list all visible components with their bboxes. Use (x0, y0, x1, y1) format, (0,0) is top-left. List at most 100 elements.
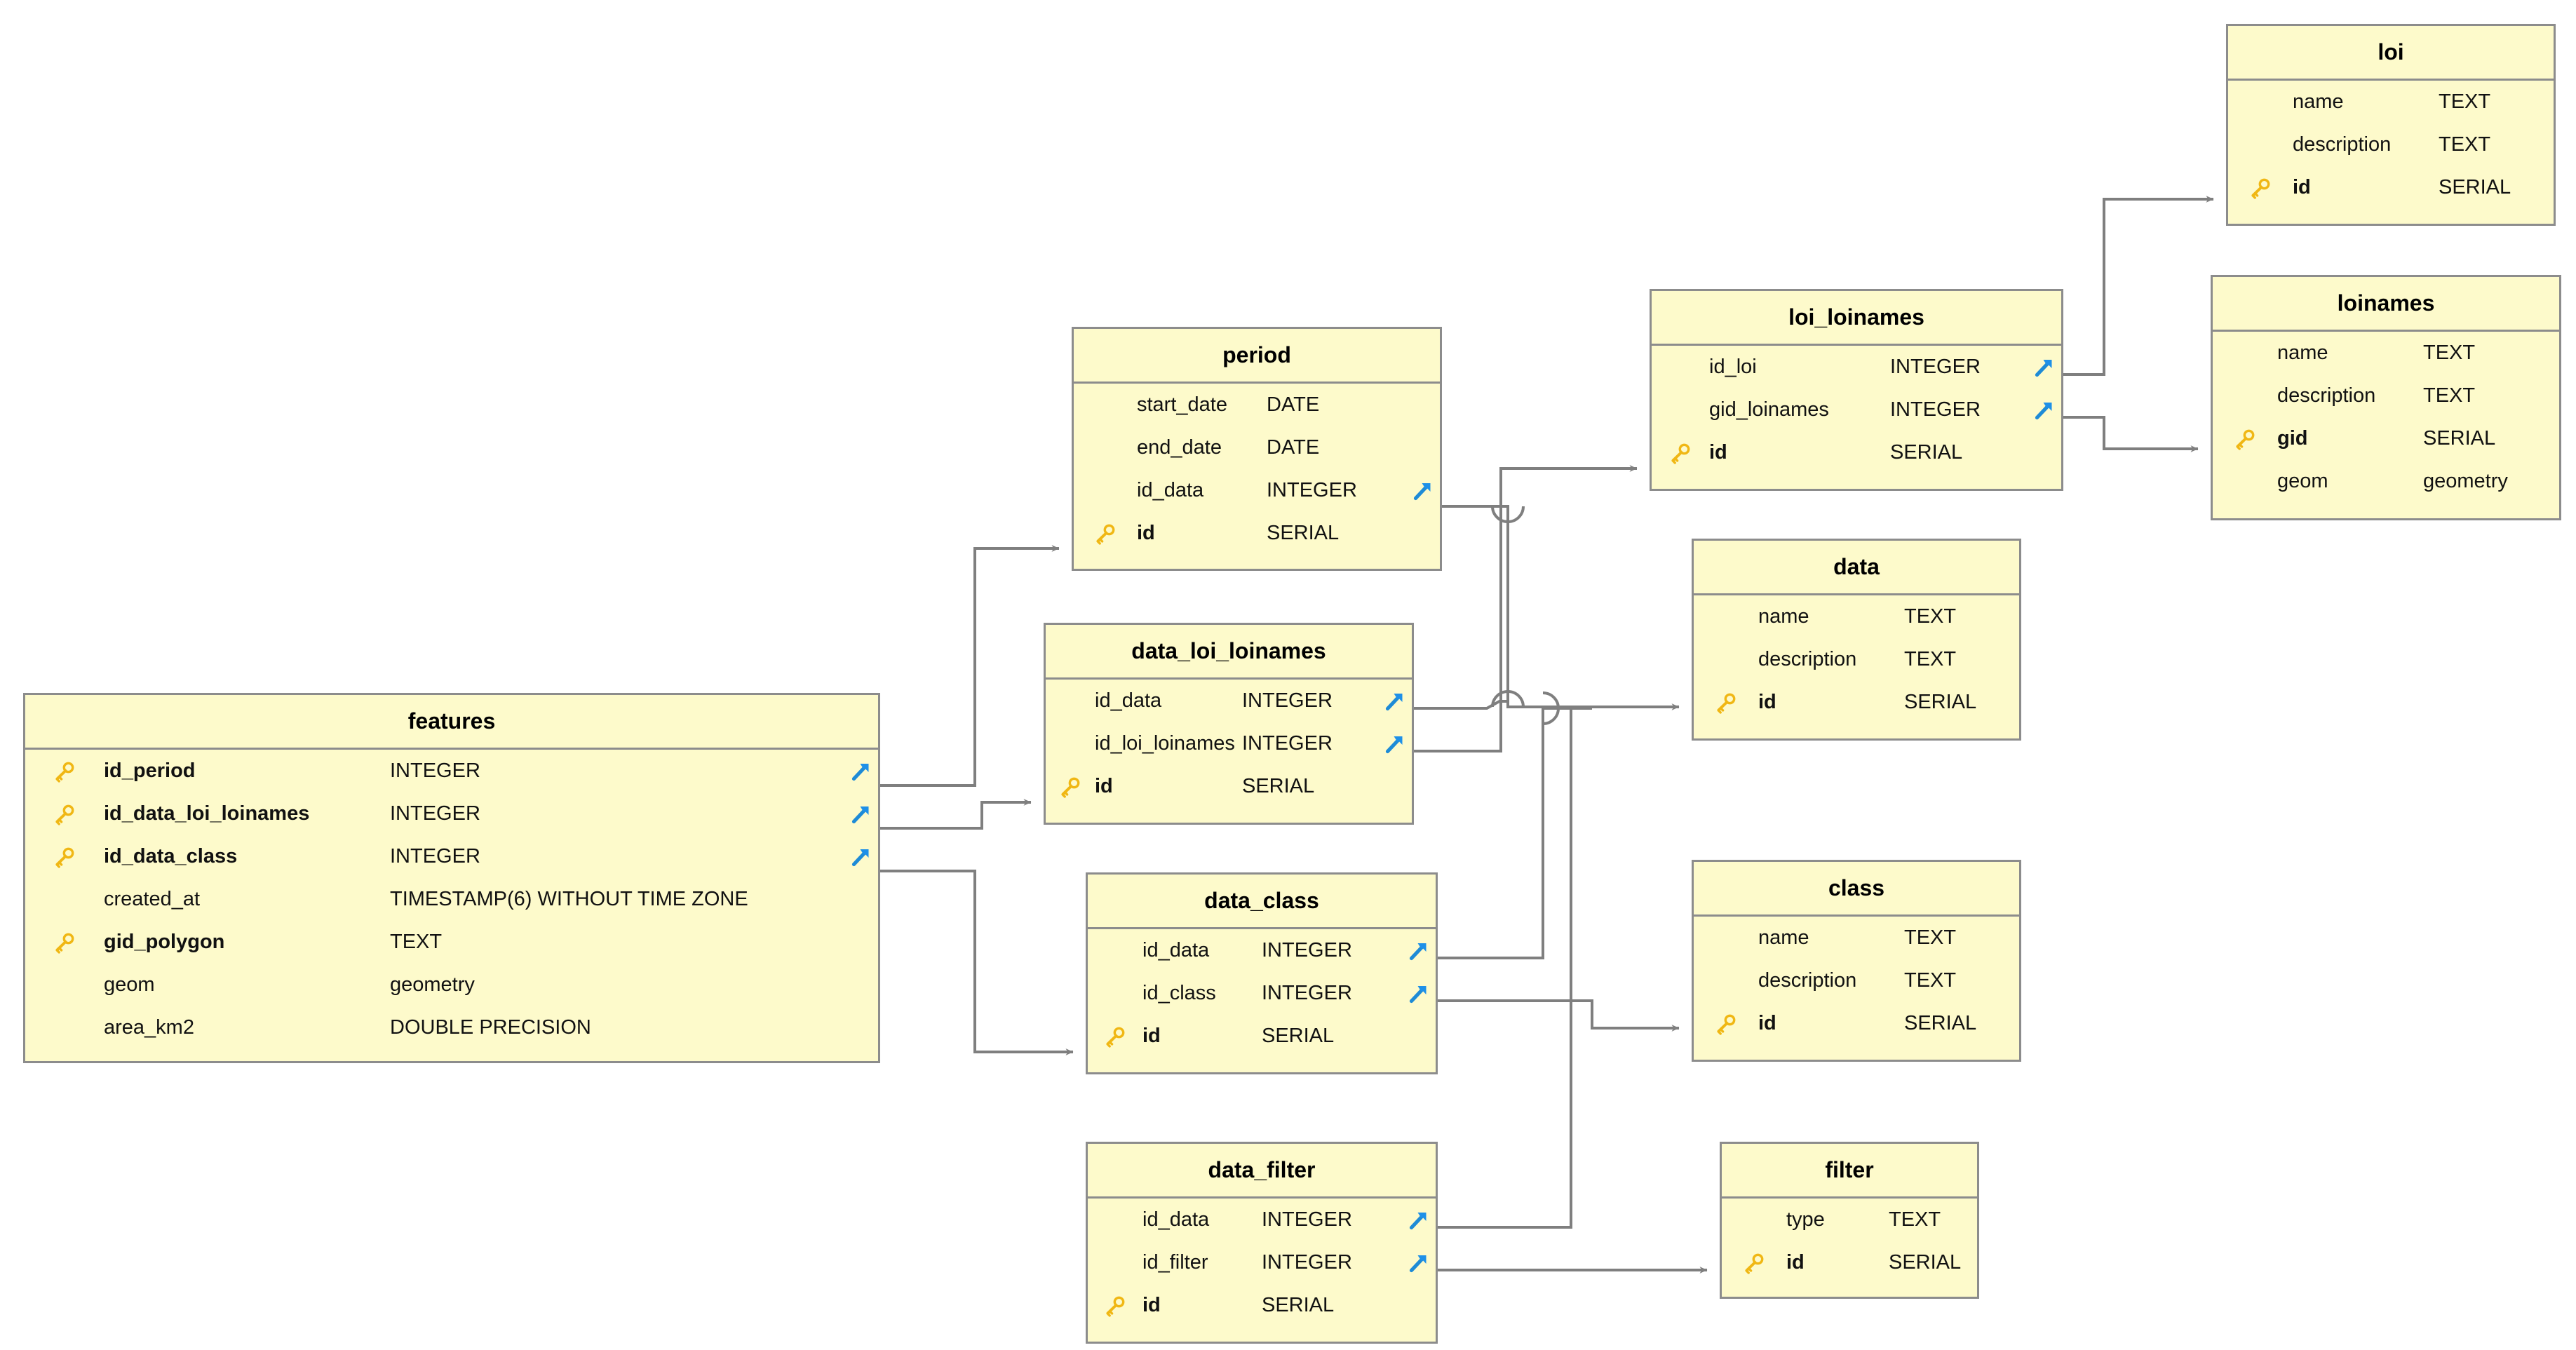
column-name: id (1095, 775, 1113, 797)
key-icon (2228, 176, 2293, 200)
column-name: gid_polygon (104, 931, 225, 953)
column-type: TEXT (1904, 926, 1957, 949)
column-type: INTEGER (1890, 356, 1981, 378)
column-type: SERIAL (2423, 427, 2496, 450)
fk-arrow-icon (1408, 1210, 1429, 1231)
column-row[interactable]: id SERIAL (1046, 765, 1412, 808)
edge-jump-arc-1 (1491, 690, 1525, 708)
column-type: TEXT (1904, 648, 1957, 670)
column-name: name (1758, 605, 1809, 628)
table-title-data_class: data_class (1088, 875, 1436, 929)
key-icon (25, 931, 104, 954)
column-name: description (1758, 969, 1857, 992)
column-name: id_data_class (104, 845, 238, 868)
column-row[interactable]: id_data INTEGER (1088, 1199, 1436, 1241)
column-type: TEXT (2423, 342, 2476, 364)
column-type: SERIAL (1242, 775, 1315, 797)
column-row[interactable]: id_data_class INTEGER (25, 835, 878, 878)
fk-arrow-icon (1408, 983, 1429, 1004)
column-name: id_loi (1709, 356, 1757, 378)
column-name: name (2277, 342, 2328, 364)
key-icon (1694, 691, 1758, 715)
column-type: SERIAL (2439, 176, 2511, 198)
column-type: INTEGER (390, 845, 480, 868)
column-row[interactable]: name TEXT (1694, 917, 2019, 959)
column-type: SERIAL (1889, 1251, 1962, 1274)
column-name: id_data (1137, 479, 1204, 501)
edge-data-class-data (1438, 707, 1592, 959)
column-type: INTEGER (1242, 732, 1333, 755)
fk-arrow-icon (2033, 400, 2054, 421)
column-name: created_at (104, 888, 201, 910)
edge-features-data-loi-loinames (880, 799, 1032, 830)
key-icon (1088, 1025, 1142, 1048)
column-row[interactable]: id_loi INTEGER (1652, 346, 2061, 389)
column-name: id (2293, 176, 2311, 198)
column-name: id_data (1142, 1208, 1210, 1231)
column-row[interactable]: name TEXT (2213, 332, 2559, 374)
column-name: name (1758, 926, 1809, 949)
column-name: description (2277, 384, 2376, 407)
edge-jump-arc-2 (1491, 506, 1525, 523)
column-row[interactable]: created_at TIMESTAMP(6) WITHOUT TIME ZONE (25, 878, 878, 921)
edge-loi-loinames-loi (2063, 196, 2214, 376)
column-row[interactable]: id SERIAL (2228, 166, 2554, 209)
column-name: id_data (1142, 939, 1210, 961)
table-title-loinames: loinames (2213, 277, 2559, 332)
column-name: id (1142, 1025, 1161, 1047)
column-type: TIMESTAMP(6) WITHOUT TIME ZONE (390, 888, 748, 910)
fk-arrow-icon (850, 846, 871, 868)
table-title-data_filter: data_filter (1088, 1144, 1436, 1199)
column-type: DATE (1267, 436, 1320, 459)
fk-arrow-icon (1408, 940, 1429, 961)
column-type: INTEGER (1262, 1208, 1352, 1231)
